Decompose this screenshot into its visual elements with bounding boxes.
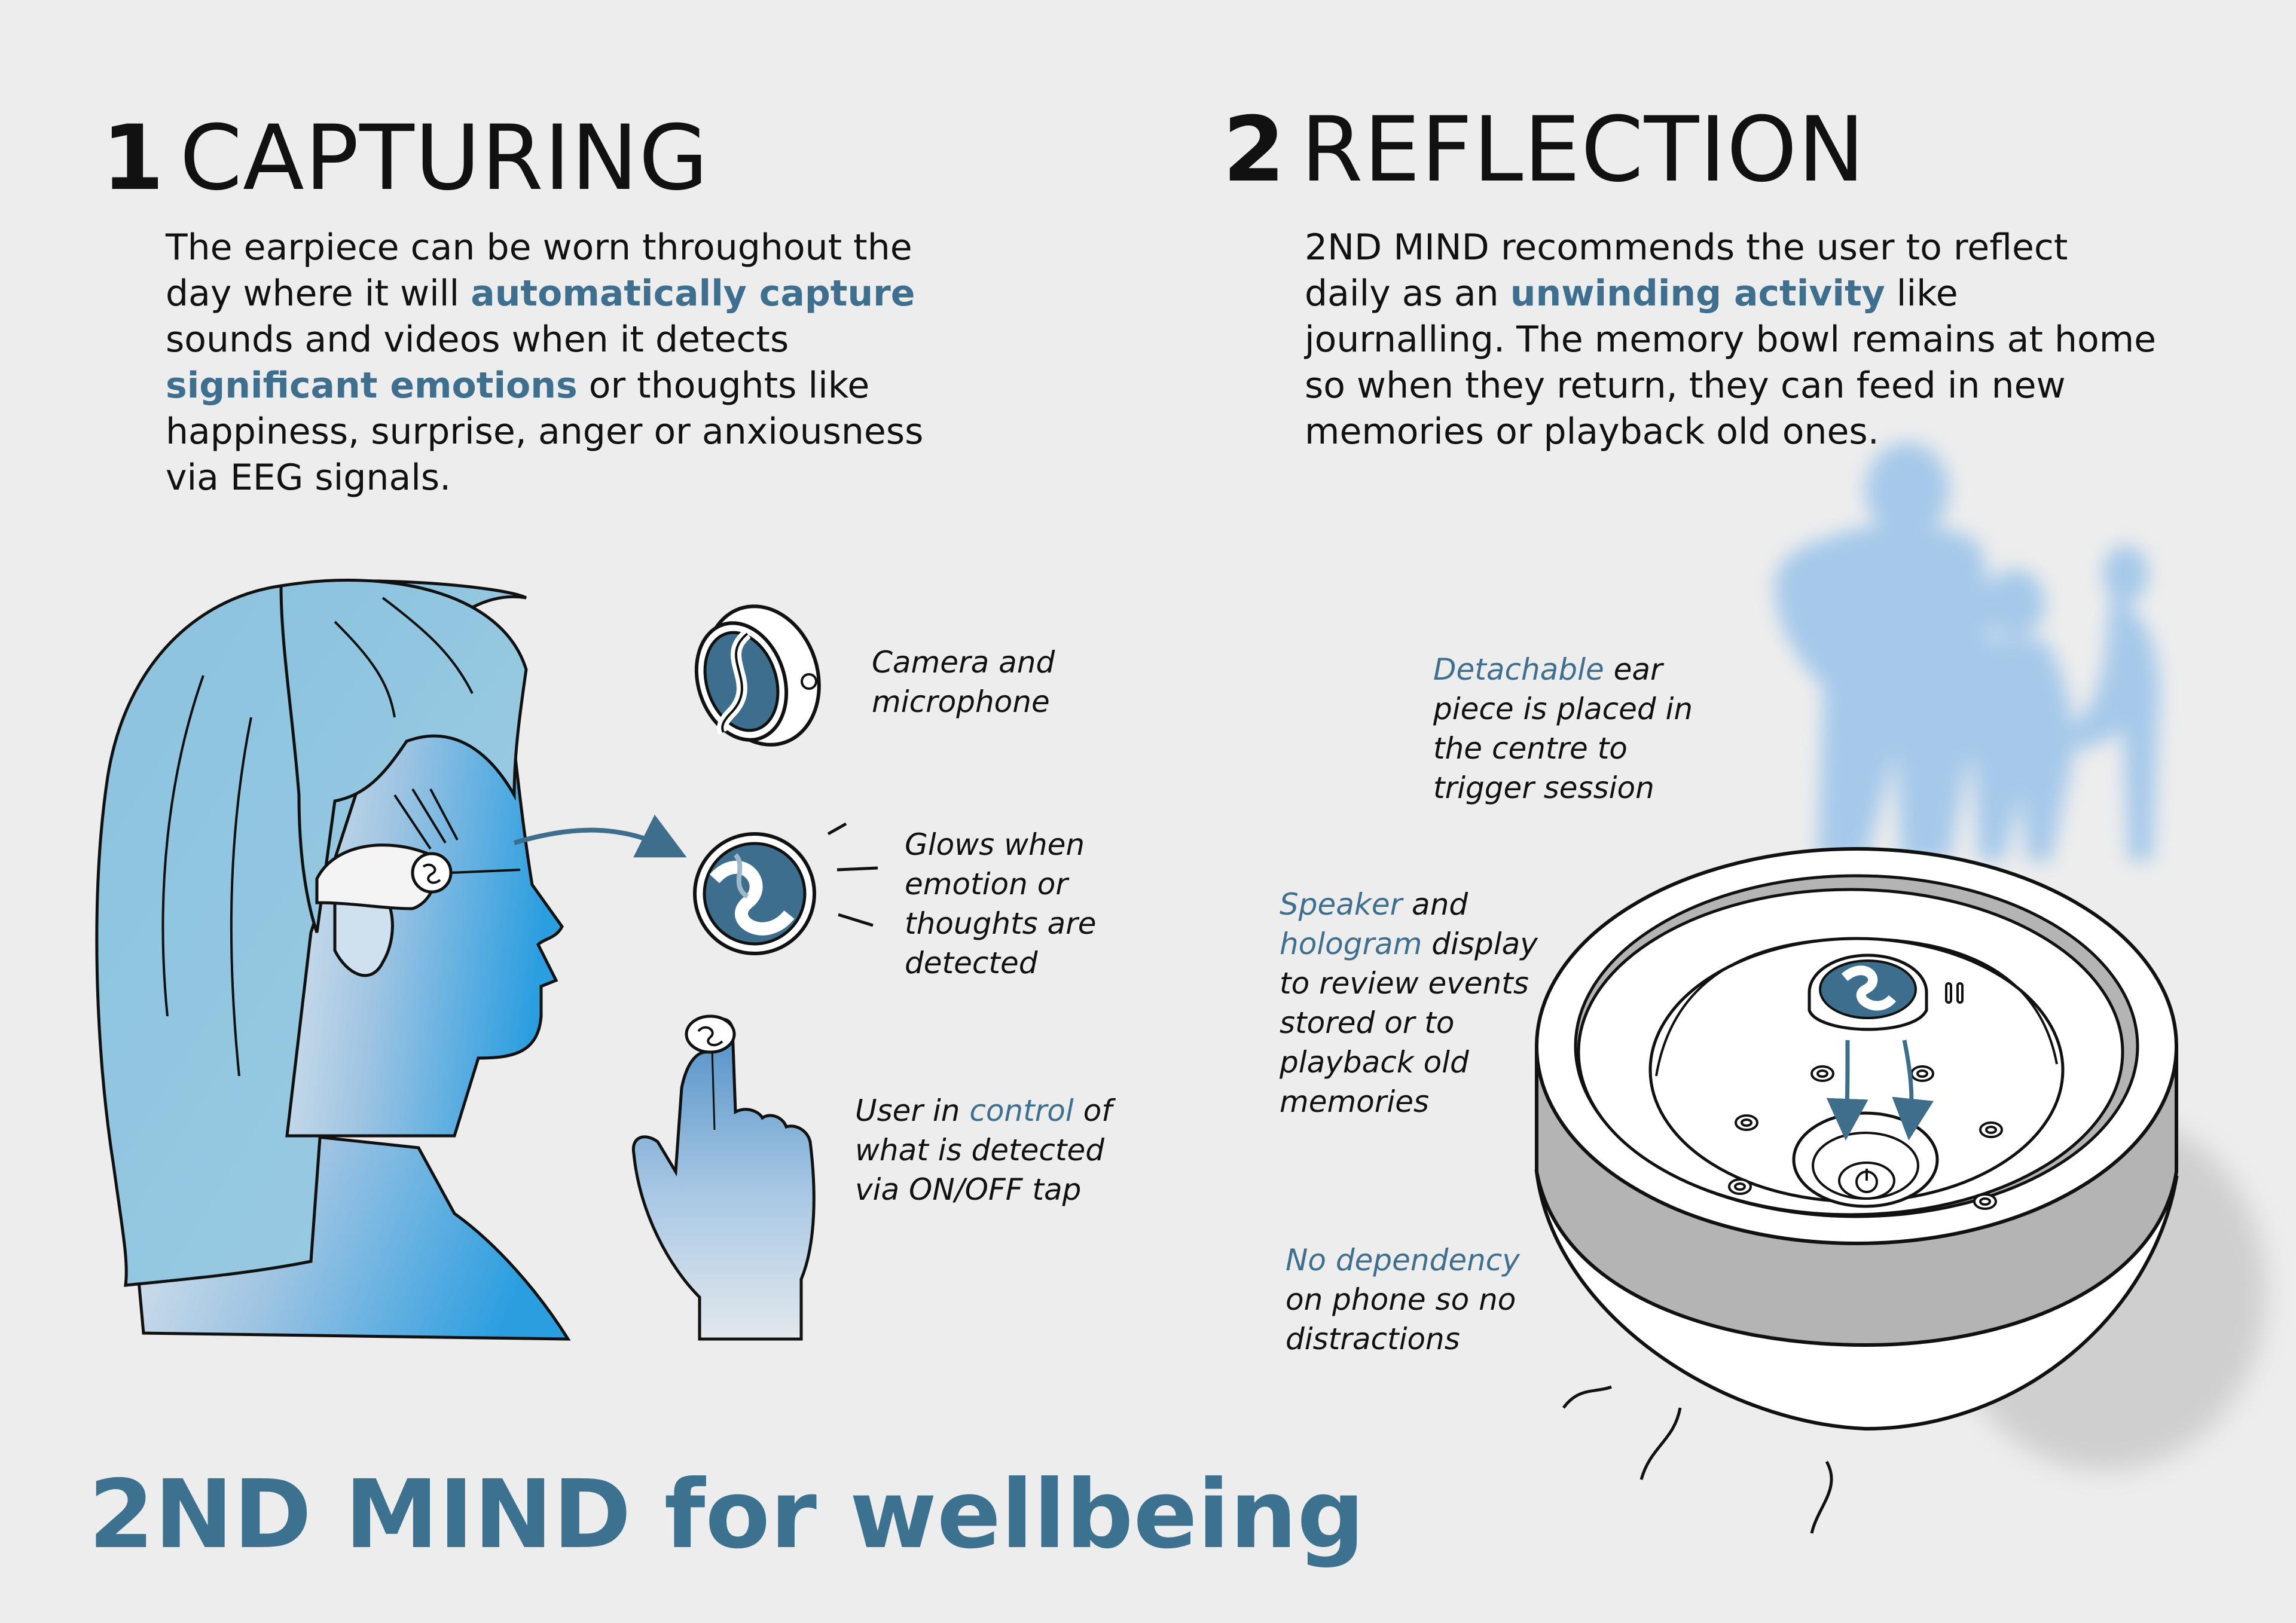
section2-body: 2ND MIND recommends the user to reflect … xyxy=(1305,225,2160,455)
pointing-finger-icon xyxy=(631,1014,816,1341)
curved-arrow-icon xyxy=(513,814,687,858)
section1-body-text: The earpiece can be worn throughout the … xyxy=(166,227,912,314)
power-icon xyxy=(1855,1169,1878,1193)
highlight-automatically-capture: automatically capture xyxy=(471,273,915,314)
earpiece-camera-icon xyxy=(694,604,821,747)
note-accent-control: control xyxy=(969,1093,1074,1128)
note-glows: Glows when emotion or thoughts are detec… xyxy=(905,827,1097,980)
note-text: of what is detected via ON/OFF tap xyxy=(855,1093,1112,1207)
speaker-holes xyxy=(1728,1065,2003,1210)
note-accent-no-dependency: No dependency xyxy=(1286,1243,1520,1277)
section2-body-text: like journalling. The memory bowl remain… xyxy=(1305,273,2157,453)
highlight-significant-emotions: significant emotions xyxy=(166,365,578,406)
section2-number: 2 xyxy=(1223,98,1286,202)
earpiece-on-ear-icon xyxy=(315,843,521,910)
note-text: display to review events stored or to pl… xyxy=(1280,927,1538,1119)
note-accent-detachable: Detachable xyxy=(1433,652,1604,687)
note-detachable: Detachable ear piece is placed in the ce… xyxy=(1433,650,1696,808)
note-user-control: User in control of what is detected via … xyxy=(855,1091,1142,1209)
note-text: and xyxy=(1402,887,1468,922)
hair-fringe xyxy=(279,579,528,933)
note-camera-microphone: Camera and microphone xyxy=(872,645,1055,719)
section1-body: The earpiece can be worn throughout the … xyxy=(166,225,985,501)
earpiece-hovering-icon xyxy=(1808,953,1928,1031)
memory-bowl-icon xyxy=(1534,847,2266,1534)
section1-number: 1 xyxy=(102,106,164,210)
section2-title: REFLECTION xyxy=(1300,98,1866,202)
note-text: User in xyxy=(855,1093,970,1128)
note-text: ear piece is placed in the centre to tri… xyxy=(1433,652,1693,805)
section1-title: CAPTURING xyxy=(179,106,709,210)
earpiece-glow-icon xyxy=(693,822,878,955)
section1-body-text: or thoughts like happiness, surprise, an… xyxy=(166,365,924,499)
footer-title: 2ND MIND for wellbeing xyxy=(88,1460,1365,1570)
section1-body-text: sounds and videos when it detects xyxy=(166,319,789,360)
section1-heading: 1 CAPTURING xyxy=(102,114,709,203)
woman-illustration xyxy=(95,579,571,1341)
highlight-unwinding-activity: unwinding activity xyxy=(1510,273,1885,314)
family-silhouette xyxy=(1775,442,2160,861)
section2-body-text: 2ND MIND recommends the user to reflect … xyxy=(1305,227,2068,314)
note-accent-speaker: Speaker xyxy=(1280,887,1403,922)
note-accent-hologram: hologram xyxy=(1280,927,1422,961)
section2-heading: 2 REFLECTION xyxy=(1223,105,1866,195)
note-text: on phone so no distractions xyxy=(1286,1282,1516,1356)
note-speaker-hologram: Speaker and hologram display to review e… xyxy=(1280,885,1543,1121)
note-no-dependency: No dependency on phone so no distraction… xyxy=(1286,1240,1537,1359)
